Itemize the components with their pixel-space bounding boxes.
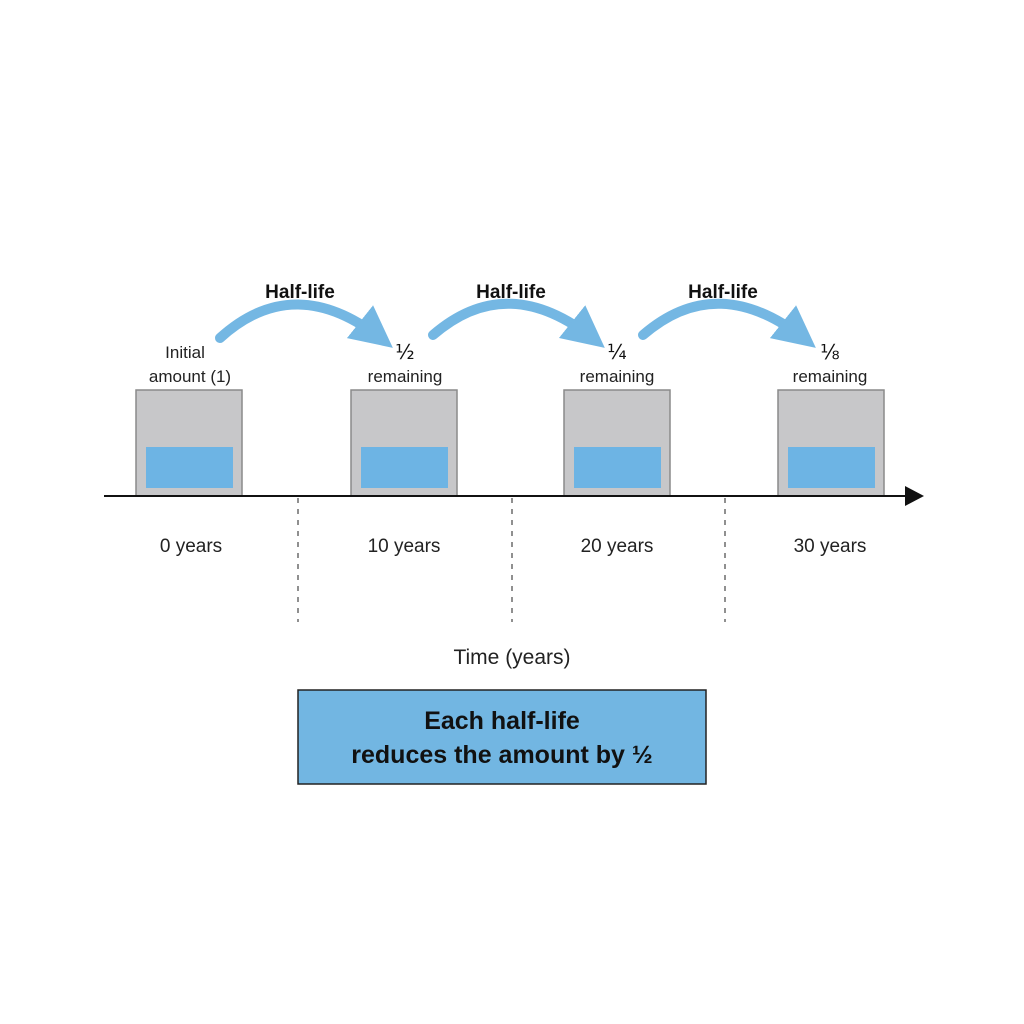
- year-label-20: 20 years: [581, 536, 654, 557]
- time-axis-arrowhead: [905, 486, 924, 506]
- stage-2-fraction: ½: [395, 340, 414, 364]
- half-life-arrow-3-label: Half-life: [688, 282, 758, 303]
- summary-line-1: Each half-life: [424, 707, 580, 735]
- half-life-arrow-1: Half-life: [215, 282, 393, 348]
- substance-fill: [146, 447, 233, 488]
- stage-2-label-line2: remaining: [368, 367, 443, 386]
- half-life-arrow-2-label: Half-life: [476, 282, 546, 303]
- substance-fill: [574, 447, 661, 488]
- year-labels: 0 years 10 years 20 years 30 years: [160, 536, 867, 557]
- containers: [135, 389, 885, 497]
- stage-1-label-line2: amount (1): [149, 367, 231, 386]
- half-life-arrow-3: Half-life: [638, 282, 816, 348]
- half-life-arrow-1-label: Half-life: [265, 282, 335, 303]
- period-separators: [297, 498, 726, 622]
- summary-line-2: reduces the amount by ½: [351, 741, 652, 769]
- half-life-arrow-1-curve: [215, 299, 393, 348]
- substance-fill: [361, 447, 448, 488]
- half-life-arrow-3-curve: [638, 298, 816, 348]
- stage-4-fraction: ⅛: [820, 340, 839, 364]
- year-label-30: 30 years: [794, 536, 867, 557]
- stage-3-fraction: ¼: [607, 340, 626, 364]
- substance-fill: [788, 447, 875, 488]
- stage-labels: Initial amount (1) ½ remaining ¼ remaini…: [149, 340, 867, 386]
- half-life-arrow-2-curve: [428, 298, 605, 348]
- summary-box-background: [297, 689, 707, 785]
- container-stage-2: [350, 389, 458, 497]
- axis-title: Time (years): [453, 646, 570, 669]
- summary-box: Each half-life reduces the amount by ½: [297, 689, 707, 785]
- stage-3-label-line2: remaining: [580, 367, 655, 386]
- year-label-10: 10 years: [368, 536, 441, 557]
- stage-4-label-line2: remaining: [793, 367, 868, 386]
- stage-1-label-line1: Initial: [165, 343, 205, 362]
- half-life-arrow-2: Half-life: [428, 282, 605, 348]
- half-life-arrows: Half-life Half-life Half-life: [215, 282, 816, 348]
- container-stage-3: [563, 389, 671, 497]
- container-stage-4: [777, 389, 885, 497]
- year-label-0: 0 years: [160, 536, 222, 557]
- container-stage-1: [135, 389, 243, 497]
- time-axis: [104, 486, 924, 506]
